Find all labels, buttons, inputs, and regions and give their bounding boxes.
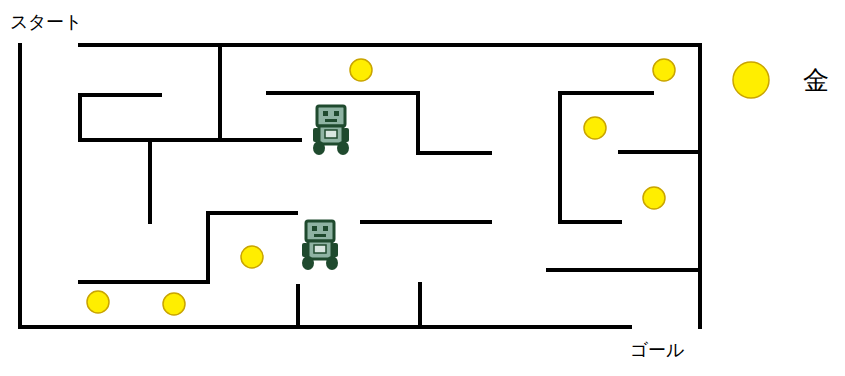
gold-coin	[653, 59, 675, 81]
goal-label: ゴール	[630, 340, 684, 360]
gold-coin	[350, 59, 372, 81]
robot-icon	[313, 106, 349, 155]
robot-icon	[302, 221, 338, 270]
legend-swatch	[733, 62, 769, 98]
gold-coins	[87, 59, 675, 315]
gold-coin	[163, 293, 185, 315]
wall	[560, 93, 652, 222]
wall	[80, 43, 700, 47]
wall	[20, 45, 630, 327]
gold-coin	[643, 187, 665, 209]
maze-walls	[20, 45, 700, 327]
wall	[620, 150, 700, 154]
gold-coin	[584, 117, 606, 139]
gold-coin	[241, 246, 263, 268]
wall	[80, 213, 296, 282]
gold-coin	[87, 291, 109, 313]
wall	[148, 140, 152, 222]
wall	[296, 286, 300, 327]
legend-text: 金	[803, 66, 829, 95]
wall	[268, 93, 490, 153]
wall	[80, 95, 300, 140]
wall	[218, 45, 222, 140]
wall	[418, 284, 422, 327]
wall	[548, 268, 700, 272]
wall	[362, 220, 490, 224]
start-label: スタート	[10, 12, 82, 32]
wall	[698, 45, 702, 327]
